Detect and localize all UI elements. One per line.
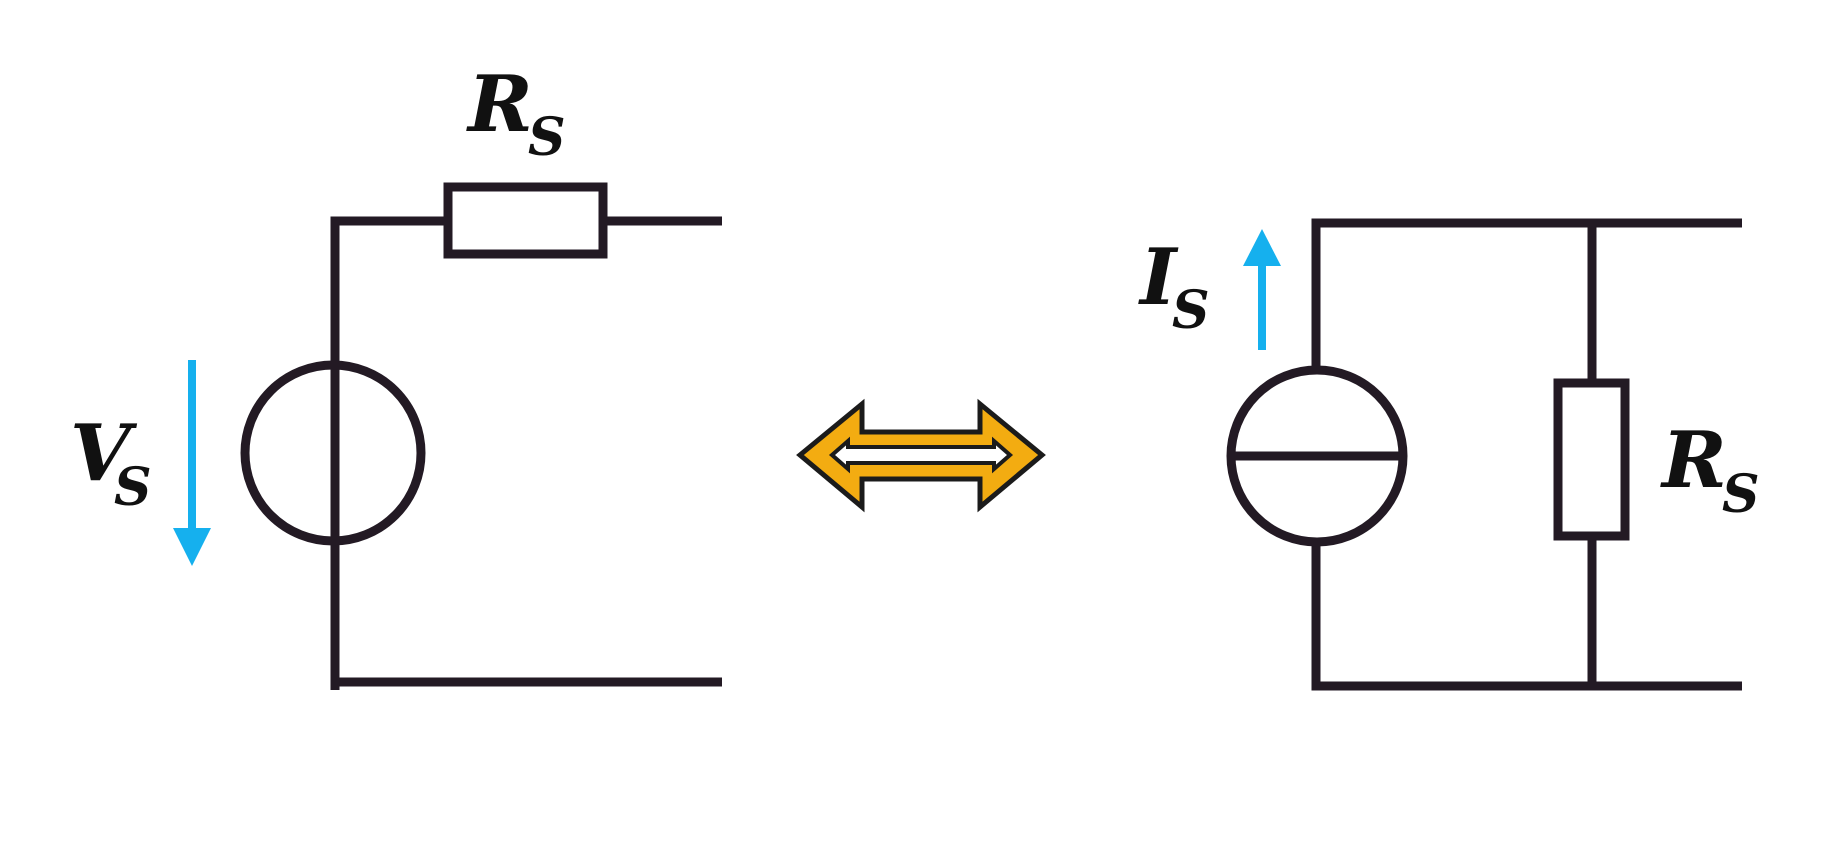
up-arrow-icon — [1243, 229, 1281, 350]
down-arrow-icon — [173, 360, 211, 566]
resistor-symbol: R — [1660, 415, 1727, 506]
voltage-source-label: V S — [70, 408, 152, 518]
current-symbol: I — [1138, 232, 1179, 323]
resistor-subscript: S — [1722, 464, 1760, 525]
shunt-resistor — [1553, 378, 1630, 541]
double-headed-arrow-icon — [796, 398, 1046, 513]
voltage-subscript: S — [114, 457, 152, 518]
voltage-source-circuit: R S V S — [70, 59, 722, 690]
left-resistor-label: R S — [466, 59, 566, 168]
right-resistor-label: R S — [1660, 415, 1760, 525]
resistor-subscript: S — [528, 107, 566, 168]
current-source-circuit: I S R S — [1138, 218, 1760, 691]
current-source-label: I S — [1138, 232, 1210, 341]
series-resistor — [443, 182, 608, 259]
right-bottom-wire — [1311, 542, 1742, 691]
right-top-wire — [1311, 218, 1742, 370]
resistor-symbol: R — [466, 59, 533, 150]
voltage-symbol: V — [70, 408, 138, 499]
current-subscript: S — [1172, 280, 1210, 341]
